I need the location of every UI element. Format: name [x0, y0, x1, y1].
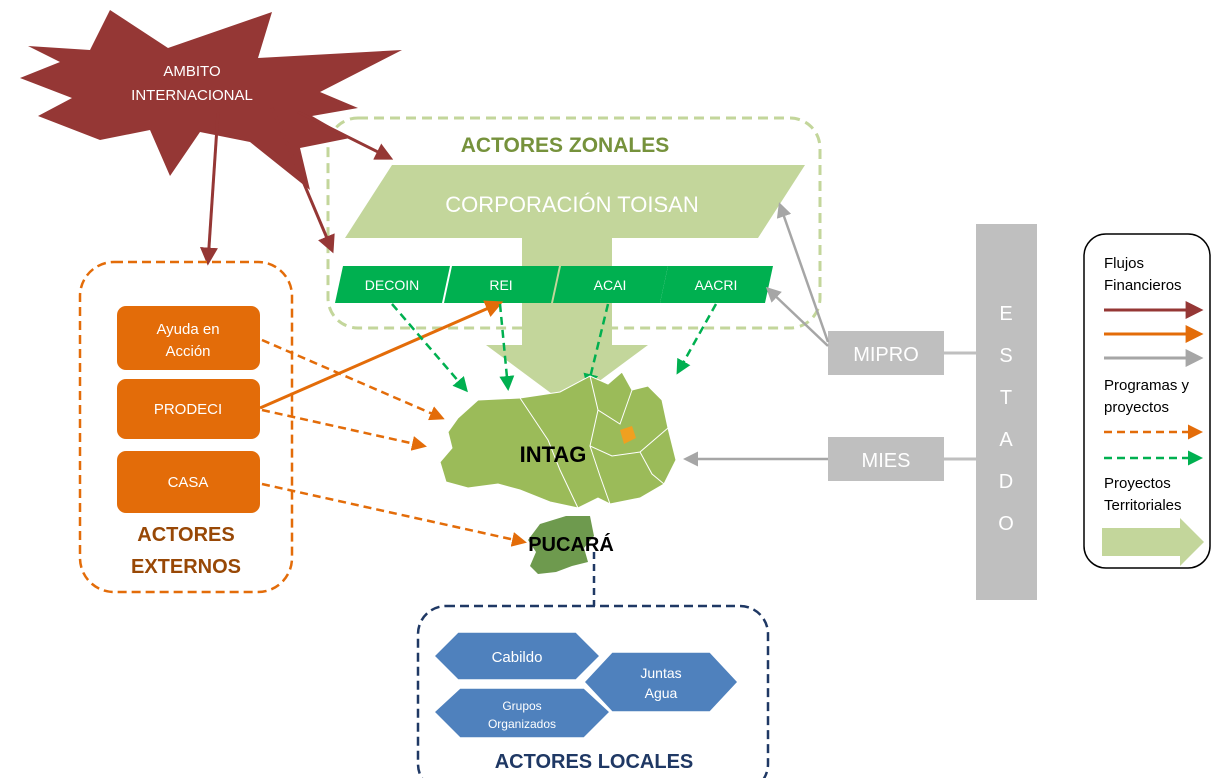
local-actor-juntas-agua: Juntas Agua — [582, 651, 740, 713]
svg-text:DECOIN: DECOIN — [365, 277, 419, 293]
legend-programs-1: Programas y — [1104, 377, 1190, 394]
arrow-mipro-toisan — [776, 202, 830, 343]
arrow-intl-zonal — [297, 110, 394, 160]
svg-text:AACRI: AACRI — [695, 277, 738, 293]
svg-text:Cabildo: Cabildo — [492, 649, 543, 666]
external-actor-casa: CASA — [117, 451, 260, 513]
svg-text:Ayuda en: Ayuda en — [156, 321, 219, 338]
external-actors-container — [78, 260, 294, 594]
svg-text:MIPRO: MIPRO — [853, 344, 919, 366]
estado-letter: D — [999, 471, 1013, 493]
svg-text:Juntas: Juntas — [640, 665, 681, 681]
arrow-acai-intag — [583, 303, 610, 389]
corporacion-toisan-shape — [345, 165, 805, 238]
pucara-label: PUCARÁ — [528, 533, 614, 556]
arrow-decoin-intag — [391, 303, 468, 393]
arrow-mipro-aacri — [765, 286, 829, 347]
intag-map — [439, 371, 677, 509]
svg-text:REI: REI — [489, 277, 512, 293]
estado-letter: E — [999, 303, 1012, 325]
international-starburst — [20, 10, 402, 190]
local-actors-title: ACTORES LOCALES — [495, 751, 694, 773]
external-actor-ayuda: Ayuda en Acción — [117, 306, 260, 370]
svg-text:Acción: Acción — [165, 343, 210, 360]
international-label-2: INTERNACIONAL — [131, 87, 253, 104]
corporacion-toisan-label: CORPORACIÓN TOISAN — [445, 192, 698, 217]
svg-text:Grupos: Grupos — [502, 699, 541, 713]
estado-bar — [976, 224, 1037, 600]
arrow-rei-intag — [498, 303, 515, 391]
local-actors-container — [416, 604, 770, 778]
legend-territorial-2: Territoriales — [1104, 497, 1182, 514]
local-actor-grupos: Grupos Organizados — [432, 687, 612, 739]
estado-letter: O — [998, 513, 1014, 535]
arrow-intl-external — [199, 111, 220, 266]
intag-label: INTAG — [520, 442, 587, 467]
zonal-member-decoin: DECOIN — [335, 266, 450, 303]
external-actors-title-1: ACTORES — [137, 524, 234, 546]
mies-box: MIES — [828, 437, 944, 481]
svg-text:Agua: Agua — [645, 685, 678, 701]
svg-text:Organizados: Organizados — [488, 717, 556, 731]
zonal-member-aacri: AACRI — [660, 266, 773, 303]
zonal-member-acai: ACAI — [553, 266, 668, 303]
legend-territorial-arrow — [1102, 518, 1204, 566]
arrow-prodeci-intag — [261, 408, 427, 451]
legend-financial-2: Financieros — [1104, 277, 1182, 294]
arrow-prodeci-rei — [259, 300, 504, 410]
svg-text:PRODECI: PRODECI — [154, 401, 222, 418]
legend-programs-2: proyectos — [1104, 399, 1169, 416]
svg-text:ACAI: ACAI — [594, 277, 627, 293]
svg-text:MIES: MIES — [862, 450, 911, 472]
zonal-actors-title: ACTORES ZONALES — [461, 134, 669, 157]
arrow-casa-pucara — [261, 482, 527, 547]
svg-text:CASA: CASA — [168, 474, 209, 491]
local-actor-cabildo: Cabildo — [432, 631, 602, 681]
legend-financial-1: Flujos — [1104, 255, 1144, 272]
estado-letter: S — [999, 345, 1012, 367]
mipro-box: MIPRO — [828, 331, 944, 375]
legend-box — [1083, 233, 1211, 569]
legend-territorial-1: Proyectos — [1104, 475, 1171, 492]
arrow-ayuda-intag — [261, 338, 445, 421]
arrow-intl-zonal-members — [270, 107, 335, 254]
zonal-actors-container — [326, 116, 822, 330]
pucara-map — [528, 516, 594, 574]
external-actors-title-2: EXTERNOS — [131, 556, 241, 578]
external-actor-prodeci: PRODECI — [117, 379, 260, 439]
zonal-member-rei: REI — [444, 266, 559, 303]
estado-letter: A — [999, 429, 1013, 451]
arrow-aacri-intag — [676, 303, 718, 375]
estado-letter: T — [1000, 387, 1012, 409]
international-label-1: AMBITO — [163, 63, 220, 80]
